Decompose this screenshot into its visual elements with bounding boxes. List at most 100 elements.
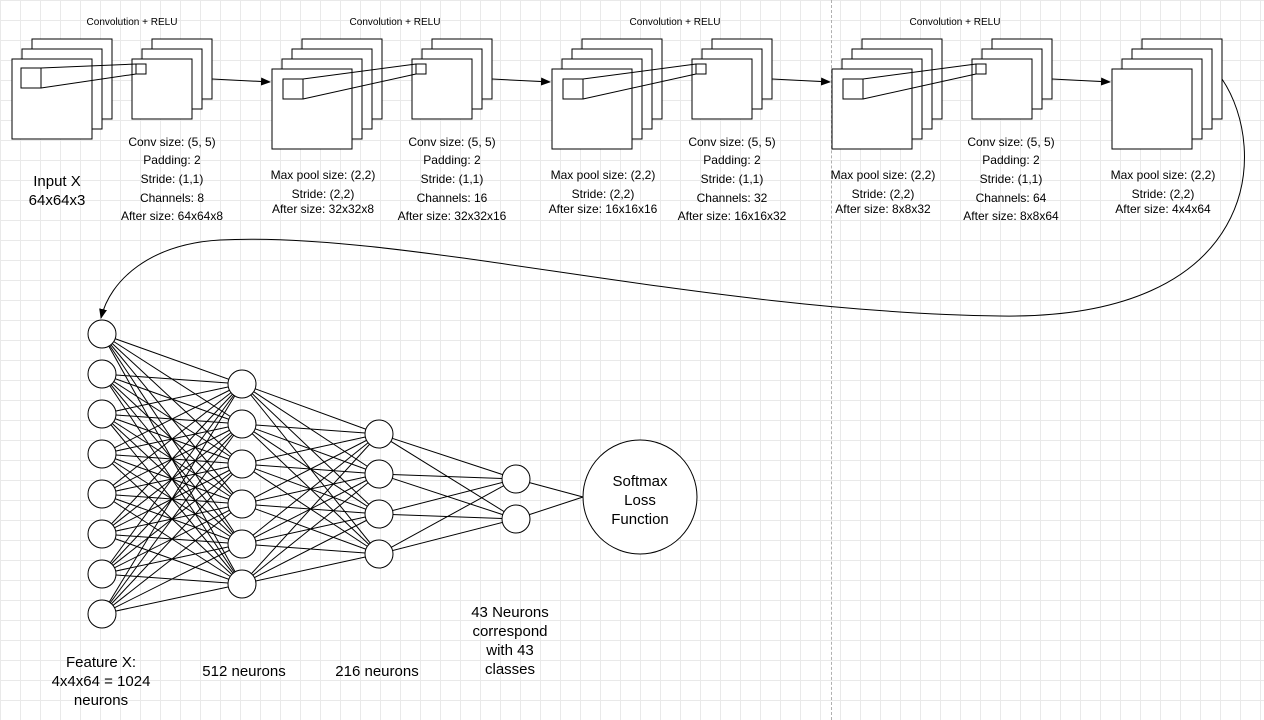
section-divider [831, 0, 832, 720]
conv-param: Stride: (1,1) [421, 172, 484, 186]
neuron [87, 599, 117, 629]
pool-param: After size: 8x8x32 [835, 202, 931, 216]
conv-param: Conv size: (5, 5) [688, 135, 775, 149]
layer-label: correspond [472, 623, 547, 640]
pool-param: Max pool size: (2,2) [271, 168, 376, 182]
conv-param: After size: 64x64x8 [121, 209, 223, 223]
flow-arrow [491, 77, 551, 86]
conv-param: Channels: 16 [417, 191, 488, 205]
neuron [364, 539, 394, 569]
conv-param: Conv size: (5, 5) [967, 135, 1054, 149]
receptive-field-line [40, 73, 137, 89]
neuron [501, 464, 531, 494]
kernel-window [282, 78, 304, 100]
fc-edge [241, 433, 380, 585]
output-pixel [135, 63, 147, 75]
receptive-field-line [302, 73, 417, 100]
pool-param: Max pool size: (2,2) [831, 168, 936, 182]
conv-param: Conv size: (5, 5) [128, 135, 215, 149]
fc-edge [101, 383, 243, 535]
conv-param: Channels: 64 [976, 191, 1047, 205]
flow-arrow [1051, 77, 1111, 86]
output-pixel [695, 63, 707, 75]
kernel-window [20, 67, 42, 89]
receptive-field-line [862, 73, 977, 100]
neuron [364, 419, 394, 449]
conv-params: Conv size: (5, 5) Padding: 2 Stride: (1,… [121, 135, 1059, 223]
final-pooled-stack [1111, 38, 1223, 150]
conv-output-stack [131, 38, 213, 120]
fc-edge [101, 383, 243, 495]
softmax-label: Loss [624, 492, 656, 509]
fc-edge [241, 383, 380, 435]
layer-label: with 43 [485, 642, 534, 659]
neuron [227, 569, 257, 599]
conv-param: Channels: 32 [697, 191, 768, 205]
conv-param: Channels: 8 [140, 191, 204, 205]
input-size-label: 64x64x3 [29, 192, 86, 209]
fc-edge [101, 423, 243, 615]
pool-param: Max pool size: (2,2) [551, 168, 656, 182]
stage-title: Convolution + RELU [910, 17, 1001, 28]
neuron [364, 499, 394, 529]
conv-param: Conv size: (5, 5) [408, 135, 495, 149]
fc-edge [241, 473, 380, 585]
fc-edge [378, 478, 517, 515]
conv-output-stack [691, 38, 773, 120]
softmax-node [582, 439, 698, 555]
fc-edge [101, 383, 243, 455]
stage-title: Convolution + RELU [350, 17, 441, 28]
conv-output-stack [971, 38, 1053, 120]
fc-edge [101, 333, 243, 385]
neuron [87, 479, 117, 509]
pool-param: Stride: (2,2) [292, 187, 355, 201]
layer-label: 43 Neurons [471, 604, 549, 621]
layer-label: 512 neurons [202, 663, 285, 680]
layer-label: 216 neurons [335, 663, 418, 680]
fc-edge [378, 478, 517, 555]
pooled-feature-map-stack [551, 38, 663, 150]
receptive-field-line [302, 63, 417, 80]
flow-arrow [211, 77, 271, 86]
conv-param: Padding: 2 [143, 153, 201, 167]
output-pixel [975, 63, 987, 75]
neuron [227, 529, 257, 559]
flatten-connector-arrow [99, 78, 1245, 319]
fc-edge [241, 513, 380, 585]
fc-edge [101, 543, 243, 615]
fc-edge [101, 503, 243, 615]
neuron [87, 439, 117, 469]
fc-neurons [87, 319, 531, 629]
fc-edge [101, 383, 243, 615]
layer-label: 4x4x64 = 1024 [52, 673, 151, 690]
fc-edge [241, 553, 380, 585]
neuron [87, 519, 117, 549]
neuron [227, 449, 257, 479]
conv-param: Stride: (1,1) [141, 172, 204, 186]
kernel-window [842, 78, 864, 100]
input-feature-map-stack [11, 38, 113, 140]
pool-param: After size: 16x16x16 [549, 202, 658, 216]
fc-edge [241, 423, 380, 435]
receptive-field-line [582, 73, 697, 100]
conv-param: Stride: (1,1) [980, 172, 1043, 186]
layer-label: neurons [74, 692, 128, 709]
fc-edge [101, 373, 243, 385]
pool-param: Max pool size: (2,2) [1111, 168, 1216, 182]
conv-output-stack [411, 38, 493, 120]
receptive-field-line [862, 63, 977, 80]
conv-param: After size: 8x8x64 [963, 209, 1059, 223]
fc-edge [378, 433, 517, 480]
layer-label: classes [485, 661, 535, 678]
pool-param: Stride: (2,2) [572, 187, 635, 201]
stage-title: Convolution + RELU [630, 17, 721, 28]
neuron [87, 359, 117, 389]
conv-param: After size: 32x32x16 [398, 209, 507, 223]
conv-param: Padding: 2 [982, 153, 1040, 167]
fc-edge [241, 433, 380, 505]
layer-label: Feature X: [66, 654, 136, 671]
softmax-label: Softmax [612, 473, 668, 490]
fc-edge [241, 433, 380, 465]
neuron [87, 319, 117, 349]
